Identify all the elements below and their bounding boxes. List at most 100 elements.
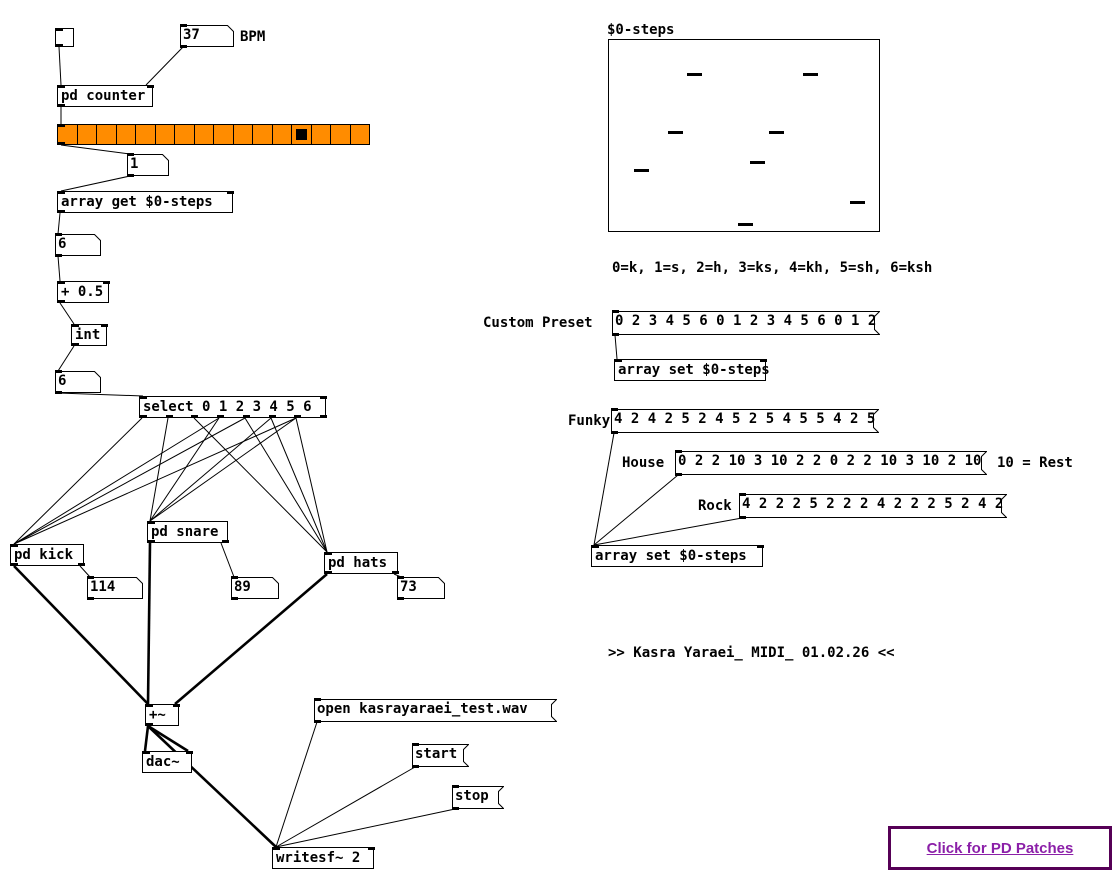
outlet-nub [739,516,746,519]
inlet-nub [757,545,764,548]
step-cell-8[interactable] [214,125,234,144]
outlet-nub [314,720,321,723]
step-cell-12[interactable] [292,125,312,144]
hats-subpatch[interactable]: pd hats [324,552,399,574]
inlet-nub [173,704,180,707]
inlet-nub [180,24,187,27]
kick-velocity-number[interactable]: 114 [87,576,143,600]
bpm-label: BPM [240,29,266,45]
step-cell-7[interactable] [194,125,214,144]
step-cell-5[interactable] [155,125,175,144]
house-preset-message[interactable]: 0 2 2 10 3 10 2 2 0 2 2 10 3 10 2 10 [675,450,987,476]
counter-subpatch[interactable]: pd counter [57,85,154,107]
outlet-nub [11,563,18,566]
inlet-nub [147,85,154,88]
stop-record-message[interactable]: stop [452,785,504,810]
inlet-nub [58,191,65,194]
outlet-nub [412,765,419,768]
int-value-number[interactable]: 6 [55,370,101,394]
outlet-nub [392,571,399,574]
start-toggle[interactable] [55,28,74,47]
array-value-dash [634,169,649,172]
steps-array-graph[interactable] [608,39,880,232]
inlet-nub [412,743,419,746]
bpm-number[interactable]: 37 [180,24,234,48]
inlet-nub [55,370,62,373]
inlet-nub [58,85,65,88]
inlet-nub [58,124,65,127]
outlet-nub [191,415,199,418]
outlet-nub [148,540,155,543]
array-set-object-1: array set $0-steps [614,359,770,381]
step-cell-3[interactable] [116,125,136,144]
step-number[interactable]: 1 [127,153,169,177]
raw-value-number[interactable]: 6 [55,233,101,257]
select-object: select 0 1 2 3 4 5 6 [139,396,327,418]
rest-note-comment: 10 = Rest [997,455,1073,471]
step-cell-11[interactable] [272,125,292,144]
step-cell-15[interactable] [350,125,369,144]
inlet-nub [56,28,63,31]
rock-preset-message[interactable]: 4 2 2 2 5 2 2 2 4 2 2 2 5 2 4 2 [739,493,1007,519]
custom-preset-message[interactable]: 0 2 3 4 5 6 0 1 2 3 4 5 6 0 1 2 [612,310,880,336]
inlet-nub [739,493,746,496]
inlet-nub [72,324,79,327]
outlet-nub [146,723,153,726]
pd-patches-link[interactable]: Click for PD Patches [926,839,1074,857]
array-get-object: array get $0-steps [57,191,234,213]
inlet-nub [611,408,618,411]
rock-label: Rock [698,498,732,514]
outlet-nub [58,210,65,213]
inlet-nub [368,847,375,850]
array-value-dash [738,223,753,226]
step-cell-4[interactable] [136,125,156,144]
outlet-nub [127,174,134,177]
outlet-nub [58,142,65,145]
snare-velocity-number[interactable]: 89 [231,576,279,600]
funky-preset-message[interactable]: 4 2 4 2 5 2 4 5 2 5 4 5 5 4 2 5 [611,408,879,434]
outlet-nub [320,415,327,418]
funky-label: Funky [568,413,611,429]
step-cell-10[interactable] [253,125,273,144]
outlet-nub [231,597,238,600]
credit-comment: >> Kasra Yaraei_ MIDI_ 01.02.26 << [608,645,895,661]
outlet-nub [242,415,250,418]
writesf-object: writesf~ 2 [272,847,375,869]
inlet-nub [320,396,327,399]
inlet-nub [452,785,459,788]
outlet-nub [325,571,332,574]
outlet-nub [87,597,94,600]
array-value-dash [687,73,702,76]
inlet-nub [227,191,234,194]
int-object: int [71,324,108,346]
step-cell-0[interactable] [58,125,78,144]
outlet-nub [58,300,65,303]
kick-subpatch[interactable]: pd kick [10,544,85,566]
inlet-nub [140,396,147,399]
step-cell-9[interactable] [233,125,253,144]
step-cell-14[interactable] [331,125,351,144]
outlet-nub [217,415,225,418]
inlet-nub [101,324,108,327]
array-value-dash [668,131,683,134]
house-label: House [622,455,665,471]
snare-subpatch[interactable]: pd snare [147,521,229,543]
outlet-nub [78,563,85,566]
inlet-nub [760,359,767,362]
step-cell-6[interactable] [175,125,195,144]
step-cell-13[interactable] [311,125,331,144]
graph-title: $0-steps [607,22,675,38]
start-record-message[interactable]: start [412,743,469,768]
step-radio[interactable] [57,124,370,145]
hats-velocity-number[interactable]: 73 [397,576,445,600]
outlet-nub [612,333,619,336]
inlet-nub [231,576,238,579]
step-cell-2[interactable] [97,125,117,144]
open-file-message[interactable]: open kasrayaraei_test.wav [314,698,557,723]
step-cell-1[interactable] [77,125,97,144]
outlet-nub [140,415,147,418]
inlet-nub [55,233,62,236]
array-set-object-2: array set $0-steps [591,545,764,567]
